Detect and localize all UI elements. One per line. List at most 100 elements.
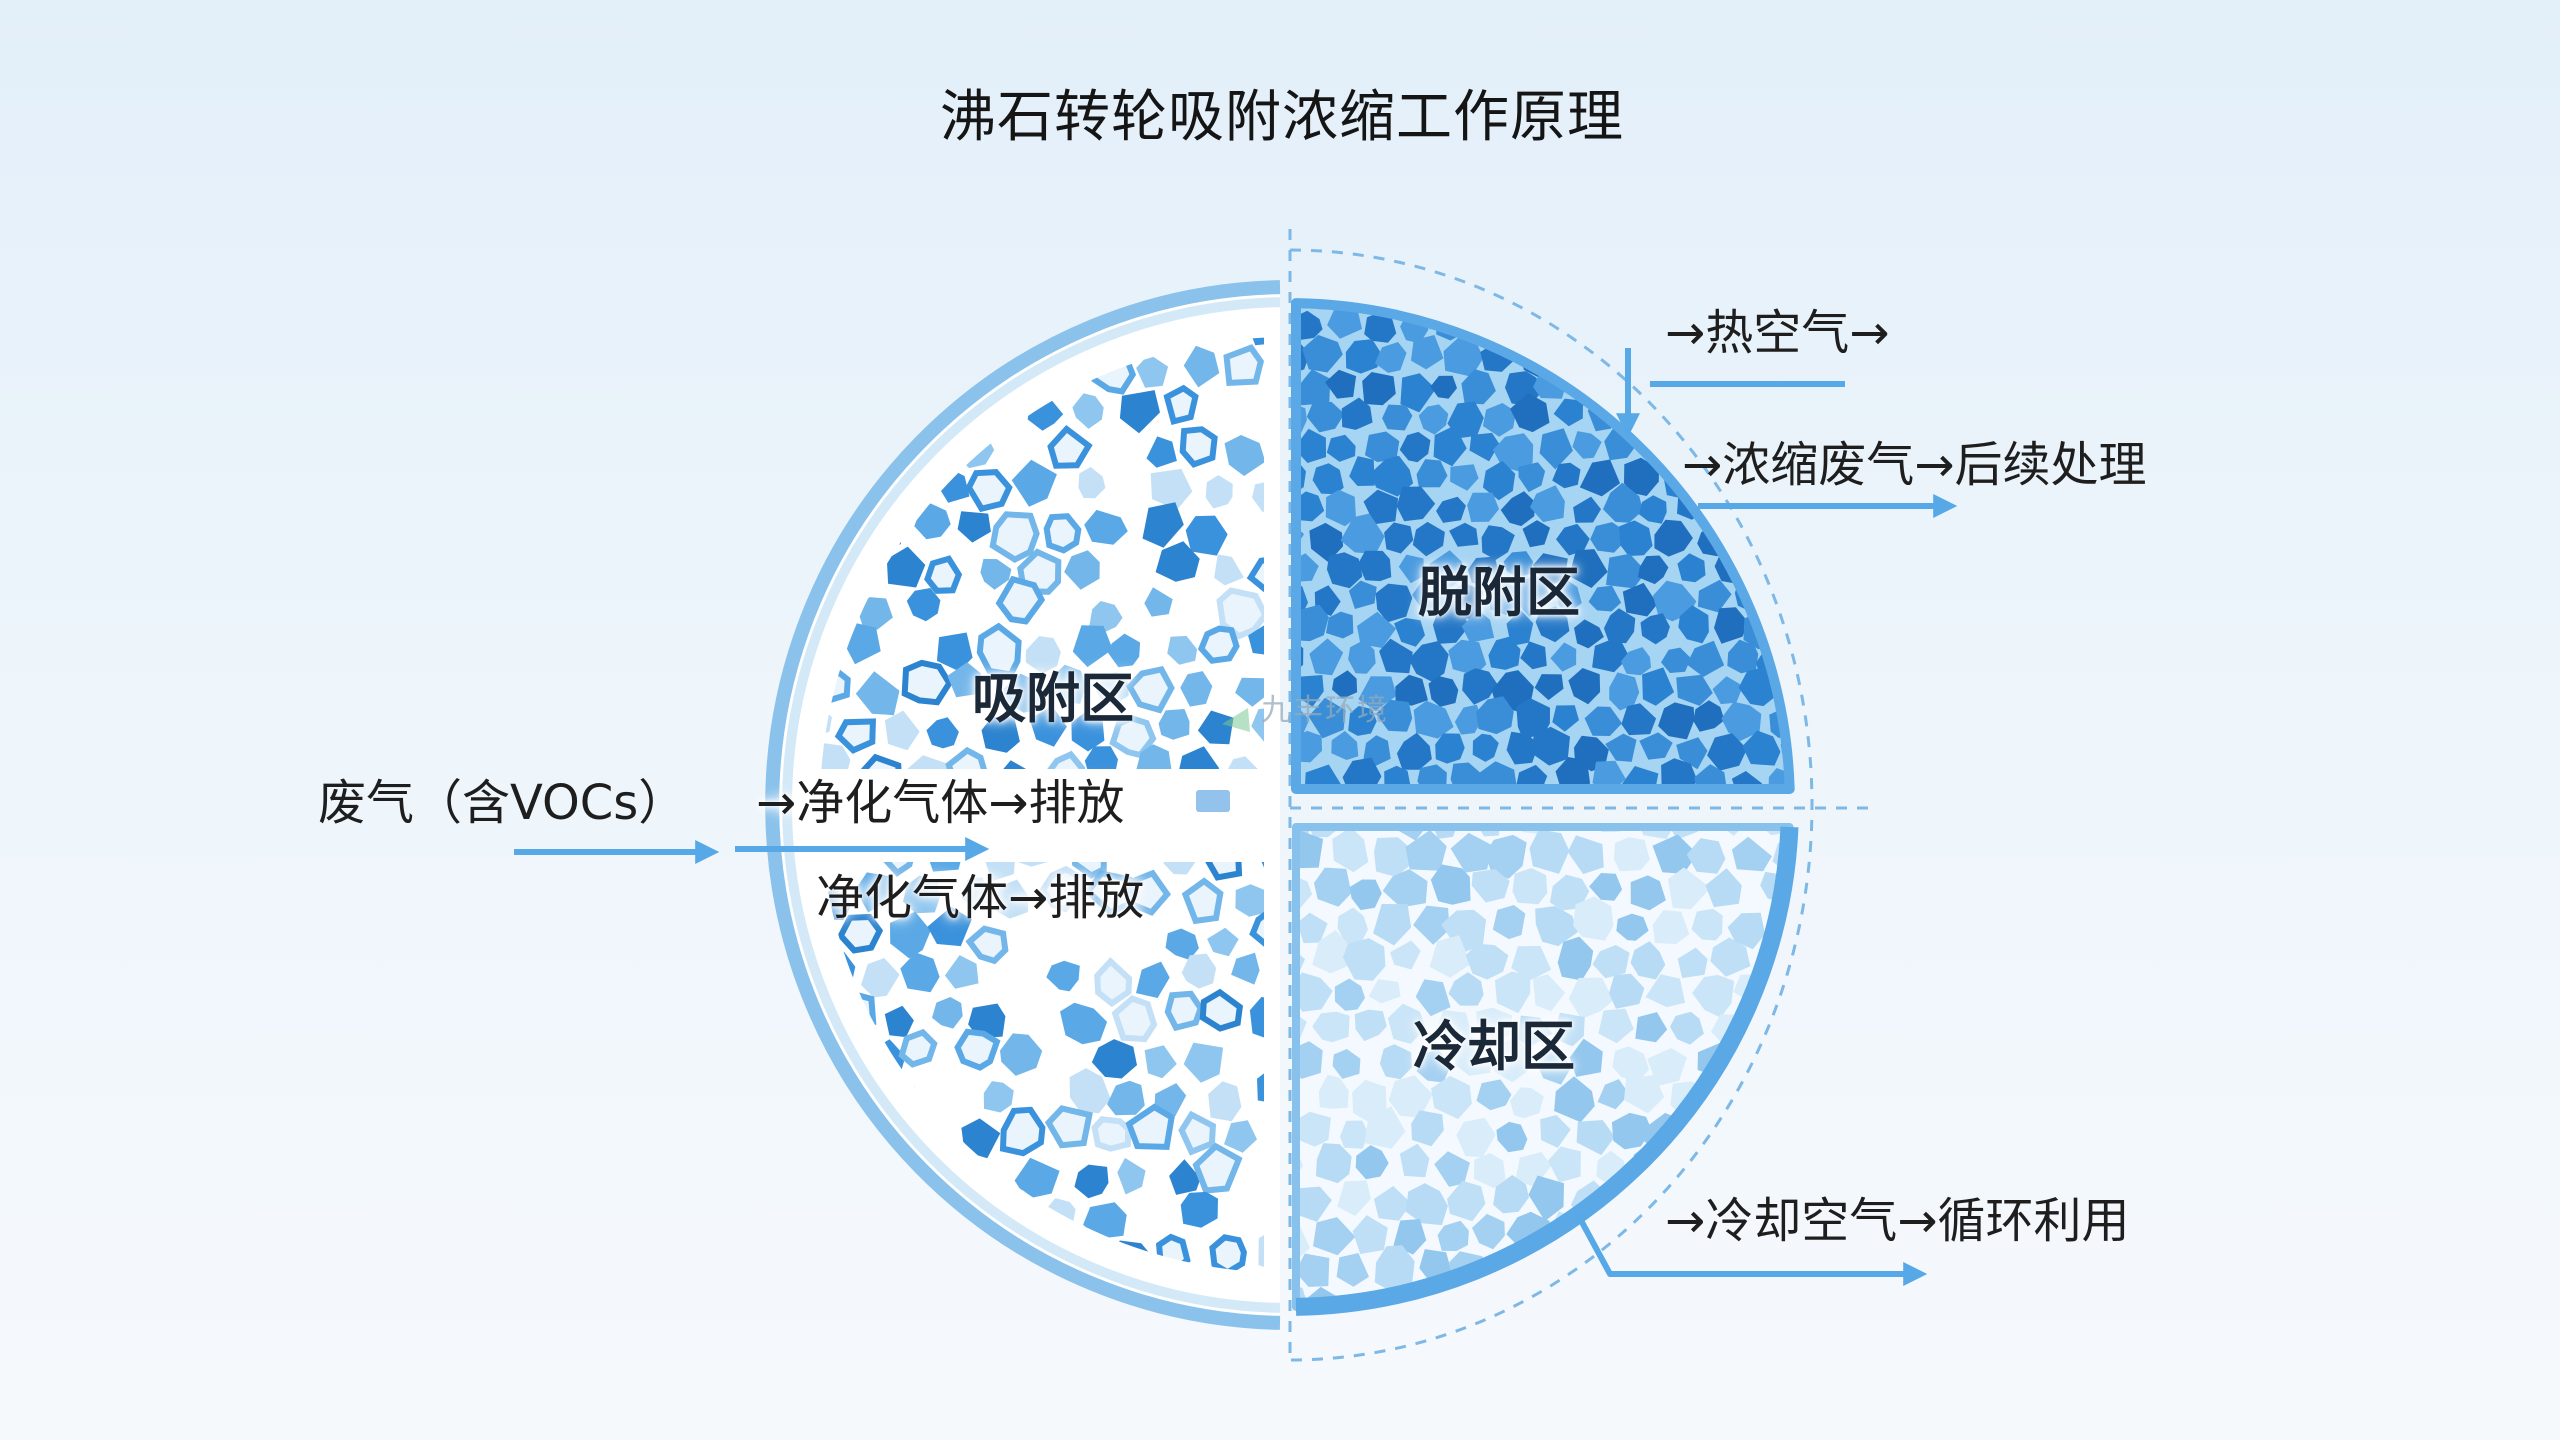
desorption-media-cell bbox=[1416, 459, 1448, 488]
adsorption-media-cell bbox=[1248, 625, 1264, 656]
cooling-media-cell bbox=[1638, 827, 1675, 839]
desorption-media-cell bbox=[1395, 674, 1428, 706]
adsorption-media-cell bbox=[965, 925, 1009, 965]
cooling-media-cell bbox=[1493, 1175, 1529, 1214]
desorption-media-cell bbox=[1711, 374, 1742, 407]
rotor-guide-lines bbox=[1288, 229, 1870, 1362]
cooling-media-cell bbox=[1332, 827, 1369, 873]
adsorption-media-cell bbox=[1043, 513, 1082, 554]
desorption-media-cell bbox=[1469, 432, 1500, 462]
adsorption-zone-label: 吸附区 bbox=[972, 667, 1134, 730]
cooling-media-cell bbox=[1711, 1151, 1752, 1187]
cooling-media-cell bbox=[1609, 973, 1645, 1009]
cooling-media-cell bbox=[1557, 936, 1594, 981]
cooling-media-cell bbox=[1773, 975, 1790, 1016]
adsorption-media-cell bbox=[1235, 677, 1264, 707]
adsorption-media-cell bbox=[936, 632, 973, 672]
adsorption-inner-ring bbox=[782, 297, 1281, 1313]
desorption-media-cell bbox=[1535, 606, 1570, 643]
desorption-media-cell bbox=[1433, 425, 1467, 467]
desorption-media-cell bbox=[1374, 342, 1407, 373]
desorption-media-cell bbox=[1592, 636, 1630, 673]
cooling-media-cell bbox=[1456, 1117, 1496, 1158]
cooling-media-cell bbox=[1450, 832, 1493, 873]
cooling-media-cell bbox=[1652, 834, 1698, 874]
desorption-media-cell bbox=[1621, 766, 1659, 789]
desorption-media-cell bbox=[1712, 676, 1743, 705]
adsorption-media-cell bbox=[1039, 865, 1083, 913]
cooling-media-cell bbox=[1533, 974, 1565, 1012]
desorption-media-cell bbox=[1533, 303, 1567, 340]
cooling-media-cell bbox=[1554, 1076, 1595, 1123]
adsorption-media-cell bbox=[983, 1081, 1014, 1113]
desorption-media-cell bbox=[1396, 732, 1432, 770]
adsorption-media-cell bbox=[1069, 1068, 1111, 1114]
cooling-media-cell bbox=[1735, 1113, 1765, 1148]
adsorption-media-cell bbox=[944, 338, 993, 388]
desorption-media-cell bbox=[1454, 704, 1483, 735]
adsorption-media-cell bbox=[976, 622, 1022, 678]
adsorption-media-cell bbox=[1083, 870, 1133, 916]
desorption-media-cell bbox=[1400, 373, 1436, 413]
desorption-media-cell bbox=[1488, 581, 1520, 616]
desorption-media-cell bbox=[1534, 674, 1564, 701]
cooling-media-cell bbox=[1652, 910, 1690, 944]
adsorption-media-cell bbox=[1014, 862, 1054, 867]
adsorption-media-cell bbox=[1167, 635, 1198, 665]
desorption-media-cell bbox=[1376, 699, 1413, 732]
desorption-media-cell bbox=[1552, 705, 1579, 732]
desorption-media-cell bbox=[1677, 553, 1706, 583]
adsorption-media-cell bbox=[856, 597, 893, 630]
desorption-media-cell bbox=[1707, 733, 1748, 771]
adsorption-media-cell bbox=[961, 1118, 1001, 1159]
desorption-media-cell bbox=[1481, 525, 1515, 560]
desorption-zone-border bbox=[1291, 298, 1795, 794]
adsorption-media-cell bbox=[1197, 625, 1240, 664]
adsorption-media-cell bbox=[914, 503, 951, 540]
adsorption-media-cell bbox=[877, 396, 919, 437]
desorption-media-cell bbox=[1742, 730, 1781, 766]
desorption-media-cell bbox=[1568, 668, 1601, 705]
cooling-media-cell bbox=[1296, 1041, 1323, 1079]
adsorption-media-cell bbox=[1183, 345, 1220, 388]
adsorption-media-cell bbox=[1136, 354, 1169, 388]
cooling-media-cell bbox=[1647, 1048, 1687, 1087]
adsorption-media-cell bbox=[1094, 957, 1133, 1008]
adsorption-media-cell bbox=[965, 469, 1013, 513]
cooling-media-cell bbox=[1312, 930, 1350, 974]
adsorption-media-cell bbox=[980, 558, 1012, 590]
desorption-media-cell bbox=[1591, 334, 1626, 368]
cooling-media-cell bbox=[1374, 1245, 1415, 1293]
adsorption-media-cell bbox=[878, 862, 917, 877]
cooling-media-cell bbox=[1537, 1048, 1571, 1085]
adsorption-media-cell bbox=[1144, 1045, 1177, 1079]
cooling-media-cell bbox=[1313, 1217, 1356, 1256]
adsorption-media-cell bbox=[858, 753, 903, 769]
adsorption-media-cell bbox=[823, 1203, 842, 1235]
desorption-media-cell bbox=[1394, 618, 1425, 647]
desorption-media-cell bbox=[1375, 583, 1413, 623]
adsorption-media-cell bbox=[984, 1245, 1014, 1273]
cooling-media-cell bbox=[1511, 946, 1552, 981]
cooling-media-cell bbox=[1373, 1186, 1412, 1221]
desorption-media-cell bbox=[1693, 700, 1725, 732]
adsorption-media-cell bbox=[1060, 1002, 1108, 1045]
desorption-media-cell bbox=[1461, 369, 1496, 405]
adsorption-media-cell bbox=[1000, 1033, 1043, 1076]
adsorption-media-cell bbox=[1044, 750, 1086, 769]
cooling-media-cell bbox=[1597, 1079, 1630, 1110]
concentrated-gas-label: →浓缩废气→后续处理 bbox=[1682, 437, 2147, 493]
cooling-media-cell bbox=[1567, 835, 1604, 875]
adsorption-media-cell bbox=[1084, 509, 1128, 545]
adsorption-media-cell bbox=[989, 511, 1040, 563]
desorption-media-cell bbox=[1727, 639, 1759, 674]
desorption-media-cell bbox=[1686, 640, 1725, 677]
desorption-media-cell bbox=[1639, 372, 1674, 405]
desorption-media-cell bbox=[1449, 522, 1479, 547]
desorption-media-cell bbox=[1379, 638, 1413, 674]
adsorption-media-cell bbox=[786, 1229, 821, 1271]
cooling-media-cell bbox=[1535, 906, 1578, 947]
desorption-media-cell bbox=[1714, 607, 1749, 644]
desorption-media-cell bbox=[1624, 457, 1659, 496]
desorption-media-cell bbox=[1605, 733, 1637, 762]
